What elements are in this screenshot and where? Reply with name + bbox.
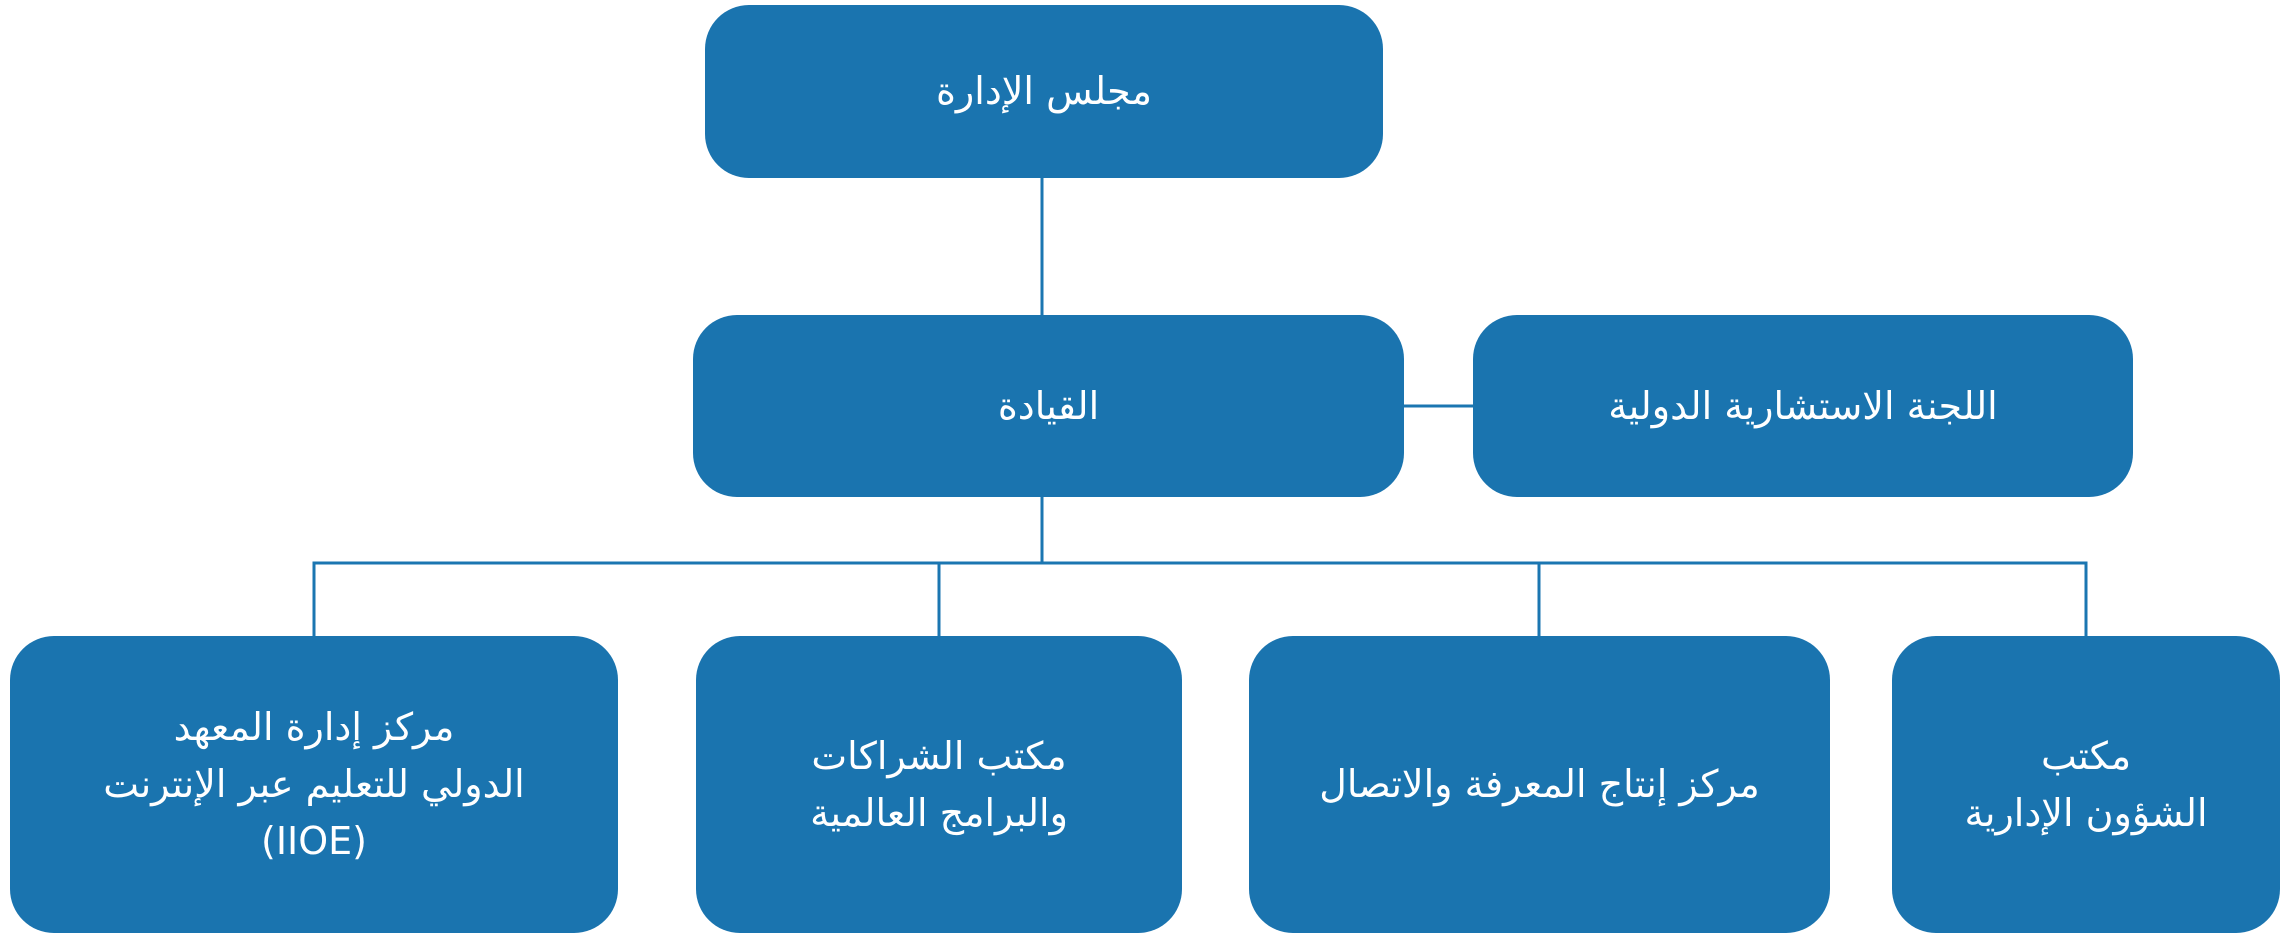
org-node-label: القيادة bbox=[997, 383, 1100, 428]
org-node-label: اللجنة الاستشارية الدولية bbox=[1608, 383, 1998, 428]
org-node-label: مجلس الإدارة bbox=[936, 69, 1152, 113]
org-node-label: والبرامج العالمية bbox=[810, 790, 1068, 835]
org-node-international-advisory-committee[interactable]: اللجنة الاستشارية الدولية bbox=[1473, 315, 2133, 497]
org-node-label: مركز إنتاج المعرفة والاتصال bbox=[1319, 762, 1760, 806]
org-node-label: (IIOE) bbox=[261, 819, 367, 863]
org-node-label: مركز إدارة المعهد bbox=[173, 705, 455, 749]
org-node-iioe-management-center[interactable]: مركز إدارة المعهد الدولي للتعليم عبر الإ… bbox=[10, 636, 618, 933]
org-node-label: مكتب bbox=[2040, 733, 2132, 778]
org-node-knowledge-production-communication-center[interactable]: مركز إنتاج المعرفة والاتصال bbox=[1249, 636, 1830, 933]
org-node-label: الدولي للتعليم عبر الإنترنت bbox=[103, 762, 525, 806]
org-node-leadership[interactable]: القيادة bbox=[693, 315, 1404, 497]
org-node-administrative-affairs-office[interactable]: مكتب الشؤون الإدارية bbox=[1892, 636, 2280, 933]
org-node-board-of-directors[interactable]: مجلس الإدارة bbox=[705, 5, 1383, 178]
org-node-label: مكتب الشراكات bbox=[811, 733, 1067, 778]
org-node-partnerships-global-programs-office[interactable]: مكتب الشراكات والبرامج العالمية bbox=[696, 636, 1182, 933]
org-node-label: الشؤون الإدارية bbox=[1964, 790, 2208, 835]
